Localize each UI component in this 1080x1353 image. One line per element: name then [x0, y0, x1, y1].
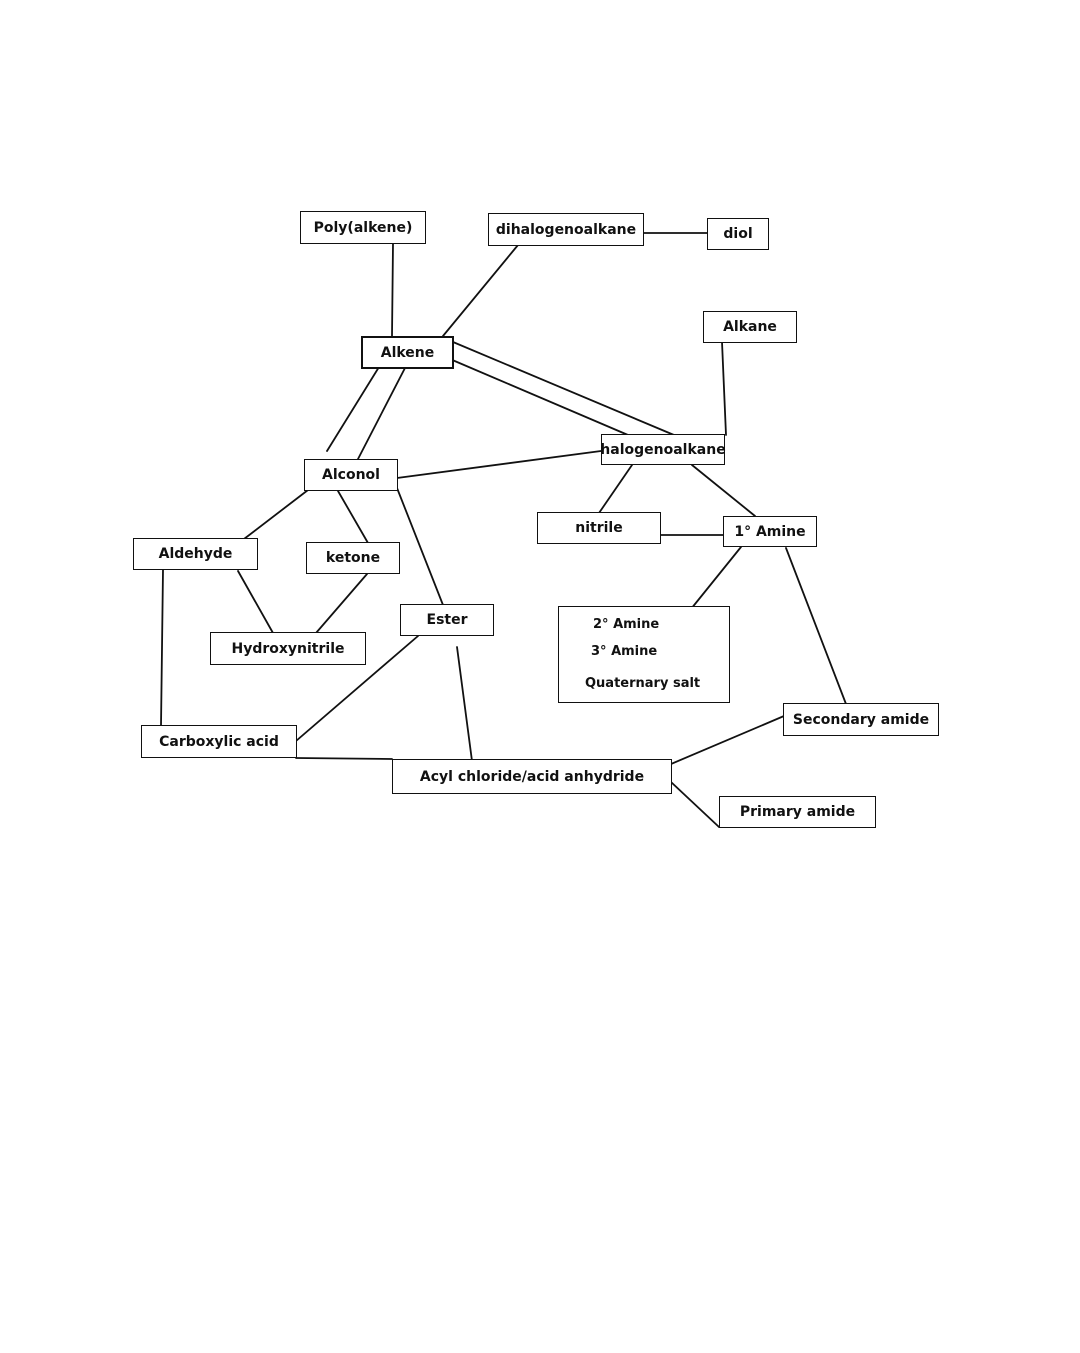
node-poly-alkene: Poly(alkene) — [300, 211, 426, 244]
node-label: nitrile — [575, 520, 623, 536]
node-alkane: Alkane — [703, 311, 797, 343]
edge-alcohol-ester — [396, 487, 444, 606]
node-label: Secondary amide — [792, 711, 930, 728]
node-label: Ester — [426, 612, 468, 628]
node-label-tertiary-amine: 3° Amine — [591, 644, 658, 659]
edge-alcohol-aldehyde — [243, 489, 309, 540]
node-nitrile: nitrile — [537, 512, 661, 544]
node-label: dihalogenoalkane — [495, 221, 637, 238]
edge-poly-alkene-alkene — [391, 243, 394, 337]
edge-alkane-halogenoalkane — [721, 341, 727, 436]
node-label: Acyl chloride/acid anhydride — [419, 768, 645, 785]
node-halogenoalkane: halogenoalkane — [600, 434, 726, 465]
edge-acyl-chloride-primary-amide — [670, 781, 720, 828]
node-ester: Ester — [400, 604, 494, 636]
node-label: Carboxylic acid — [159, 733, 279, 750]
node-amine-group: 2° Amine 3° Amine Quaternary salt — [558, 606, 730, 703]
edge-ester-acyl-chloride — [456, 646, 473, 762]
node-alkene: Alkene — [361, 336, 454, 369]
edge-carboxylic-acid-acyl-chloride — [295, 757, 393, 760]
node-label: 1° Amine — [734, 523, 806, 540]
node-label: Hydroxynitrile — [231, 640, 345, 657]
edge-alcohol-halogenoalkane — [396, 450, 602, 479]
node-label: Primary amide — [739, 804, 856, 820]
node-diol: diol — [707, 218, 769, 250]
edge-dihalogenoalkane-alkene — [442, 244, 519, 337]
edge-alcohol-ketone — [337, 490, 369, 544]
edge-alkene-halogenoalkane-a — [452, 341, 675, 436]
node-carboxylic-acid: Carboxylic acid — [141, 725, 297, 758]
node-label: Alkene — [380, 344, 435, 361]
edge-alkene-alcohol-a — [326, 366, 380, 452]
node-label: diol — [723, 226, 753, 242]
node-acyl-chloride: Acyl chloride/acid anhydride — [392, 759, 672, 794]
edge-aldehyde-hydroxynitrile — [237, 570, 274, 634]
node-label: Poly(alkene) — [313, 219, 413, 236]
node-label: Alconol — [322, 467, 380, 483]
node-primary-amide: Primary amide — [719, 796, 876, 828]
node-label: ketone — [325, 550, 381, 566]
node-label-secondary-amine: 2° Amine — [593, 617, 660, 632]
edge-primary-amine-secondary-amide — [785, 547, 847, 705]
node-label: Alkane — [723, 319, 777, 335]
node-primary-amine: 1° Amine — [723, 516, 817, 547]
edge-alkene-halogenoalkane-b — [449, 358, 629, 436]
edge-ketone-hydroxynitrile — [315, 573, 368, 634]
node-hydroxynitrile: Hydroxynitrile — [210, 632, 366, 665]
node-ketone: ketone — [306, 542, 400, 574]
node-label: halogenoalkane — [600, 441, 726, 458]
node-label-quaternary-salt: Quaternary salt — [585, 676, 701, 691]
edge-acyl-chloride-secondary-amide — [670, 715, 785, 765]
node-secondary-amide: Secondary amide — [783, 703, 939, 736]
edge-halogenoalkane-primary-amine — [691, 464, 756, 517]
node-label: Aldehyde — [158, 546, 233, 562]
node-alcohol: Alconol — [304, 459, 398, 491]
edge-alkene-alcohol-b — [357, 367, 406, 460]
node-aldehyde: Aldehyde — [133, 538, 258, 570]
edge-aldehyde-carboxylic-acid — [160, 569, 164, 727]
edge-halogenoalkane-nitrile — [598, 464, 633, 514]
edge-ester-carboxylic-acid — [295, 635, 419, 742]
edge-primary-amine-amine-group — [690, 546, 742, 610]
node-dihalogenoalkane: dihalogenoalkane — [488, 213, 644, 246]
